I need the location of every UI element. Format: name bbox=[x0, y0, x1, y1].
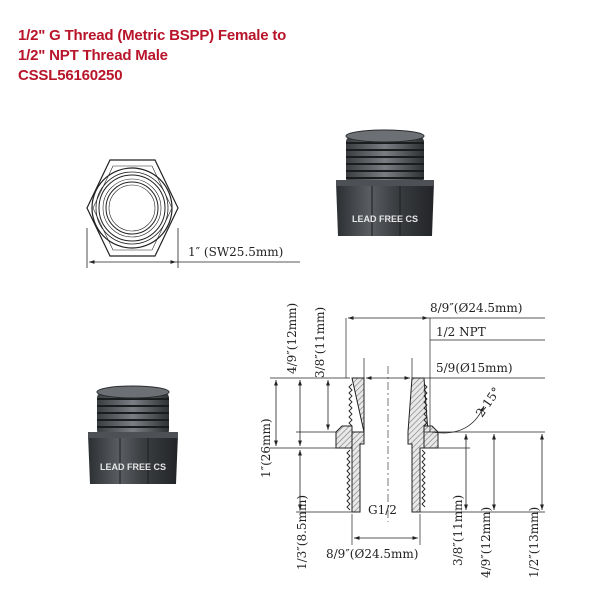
hex-end-view bbox=[86, 159, 179, 257]
part-number: CSSL56160250 bbox=[18, 67, 123, 84]
npt-label: 1/2 NPT bbox=[436, 325, 486, 339]
hex-width-label: 1″ (SW25.5mm) bbox=[188, 245, 283, 259]
top-diameter-label: 8/9″(Ø24.5mm) bbox=[430, 301, 522, 315]
extension-lines bbox=[270, 318, 545, 545]
dimension-lines bbox=[274, 316, 545, 540]
bore-diameter-label: 5/9(Ø15mm) bbox=[436, 361, 513, 375]
dimension-labels: 8/9″(Ø24.5mm) 1/2 NPT 5/9(Ø15mm) 2-15° 1… bbox=[259, 301, 541, 578]
lower-total-label: 1/2″(13mm) bbox=[527, 507, 541, 578]
lead-free-stamp-top: LEAD FREE CS bbox=[352, 214, 418, 224]
upper-thread-length-label: 4/9″(12mm) bbox=[285, 303, 299, 374]
title-line-2: 1/2" NPT Thread Male bbox=[18, 47, 168, 64]
title-line-1: 1/2" G Thread (Metric BSPP) Female to bbox=[18, 27, 287, 44]
overall-height-label: 1″(26mm) bbox=[259, 418, 273, 478]
bottom-diameter-label: 8/9″(Ø24.5mm) bbox=[326, 547, 418, 561]
lead-free-stamp-bottom: LEAD FREE CS bbox=[100, 462, 166, 472]
lower-thread-length-label: 4/9″(12mm) bbox=[479, 507, 493, 578]
chamfer-angle-label: 2-15° bbox=[473, 385, 503, 420]
cross-section-view bbox=[335, 366, 485, 522]
g-thread-label: G1/2 bbox=[368, 503, 397, 517]
lower-thread-engagement-label: 3/8″(11mm) bbox=[451, 495, 465, 566]
hex-width-dimension: 1″ (SW25.5mm) bbox=[86, 228, 300, 268]
fitting-render-top: LEAD FREE CS bbox=[336, 129, 434, 236]
lower-thread-left-label: 1/3″(8.5mm) bbox=[295, 495, 309, 570]
fitting-render-bottom: LEAD FREE CS bbox=[88, 385, 178, 484]
product-title: 1/2" G Thread (Metric BSPP) Female to 1/… bbox=[18, 26, 438, 86]
upper-thread-engagement-label: 3/8″(11mm) bbox=[313, 307, 327, 378]
